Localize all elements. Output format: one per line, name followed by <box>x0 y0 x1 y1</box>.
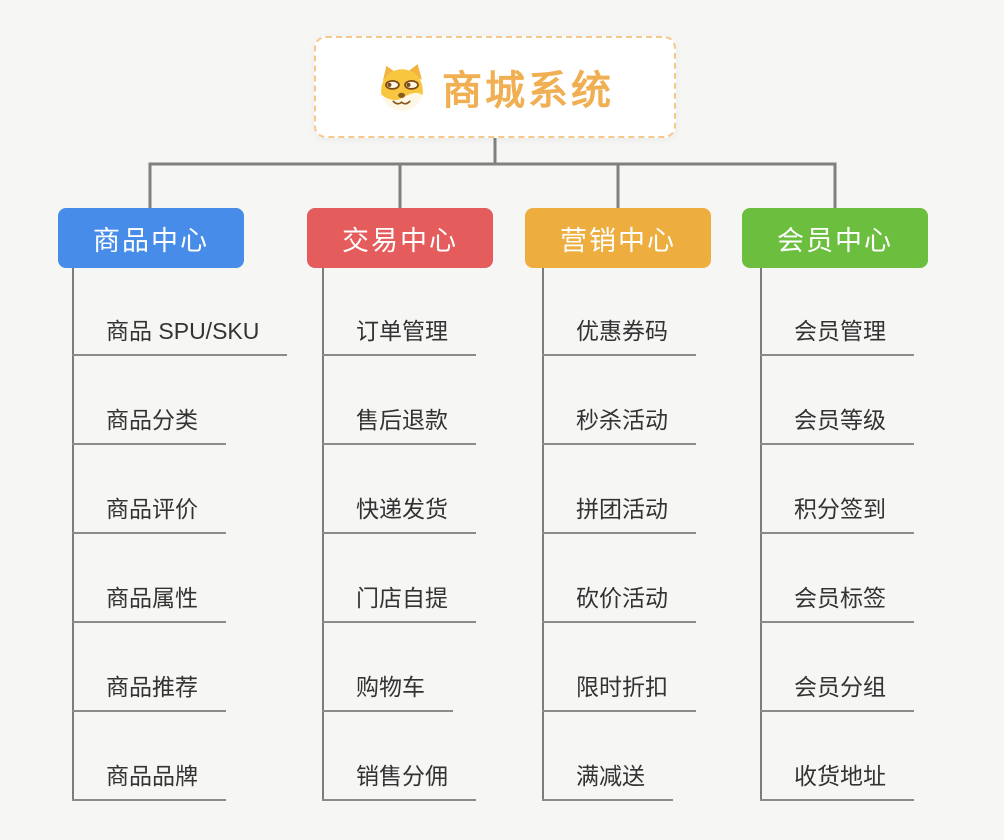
leaf-node[interactable]: 限时折扣 <box>542 672 696 712</box>
leaf-node[interactable]: 会员管理 <box>760 316 914 356</box>
leaf-node[interactable]: 收货地址 <box>760 761 914 801</box>
root-node[interactable]: 商城系统 <box>314 36 676 138</box>
branch-node-marketing-center[interactable]: 营销中心 <box>525 208 711 268</box>
leaf-node[interactable]: 会员分组 <box>760 672 914 712</box>
leaf-node[interactable]: 会员标签 <box>760 583 914 623</box>
leaf-node[interactable]: 砍价活动 <box>542 583 696 623</box>
branch-child-line <box>760 268 762 800</box>
leaf-node[interactable]: 优惠券码 <box>542 316 696 356</box>
leaf-node[interactable]: 订单管理 <box>322 316 476 356</box>
leaf-node[interactable]: 商品分类 <box>72 405 226 445</box>
branch-node-product-center[interactable]: 商品中心 <box>58 208 244 268</box>
leaf-node[interactable]: 销售分佣 <box>322 761 476 801</box>
leaf-node[interactable]: 快递发货 <box>322 494 476 534</box>
doge-icon <box>376 63 428 112</box>
leaf-node[interactable]: 商品评价 <box>72 494 226 534</box>
leaf-node[interactable]: 秒杀活动 <box>542 405 696 445</box>
leaf-node[interactable]: 积分签到 <box>760 494 914 534</box>
leaf-node[interactable]: 商品推荐 <box>72 672 226 712</box>
leaf-node[interactable]: 拼团活动 <box>542 494 696 534</box>
leaf-node[interactable]: 门店自提 <box>322 583 476 623</box>
leaf-node[interactable]: 购物车 <box>322 672 453 712</box>
branch-node-trade-center[interactable]: 交易中心 <box>307 208 493 268</box>
leaf-node[interactable]: 商品 SPU/SKU <box>72 316 288 356</box>
leaf-node[interactable]: 售后退款 <box>322 405 476 445</box>
branch-child-line <box>542 268 544 800</box>
root-node-title: 商城系统 <box>442 69 614 113</box>
leaf-node[interactable]: 会员等级 <box>760 405 914 445</box>
branch-child-line <box>322 268 324 800</box>
branch-node-member-center[interactable]: 会员中心 <box>742 208 928 268</box>
leaf-node[interactable]: 商品属性 <box>72 583 226 623</box>
leaf-node[interactable]: 商品品牌 <box>72 761 226 801</box>
leaf-node[interactable]: 满减送 <box>542 761 673 801</box>
branch-child-line <box>72 268 74 800</box>
